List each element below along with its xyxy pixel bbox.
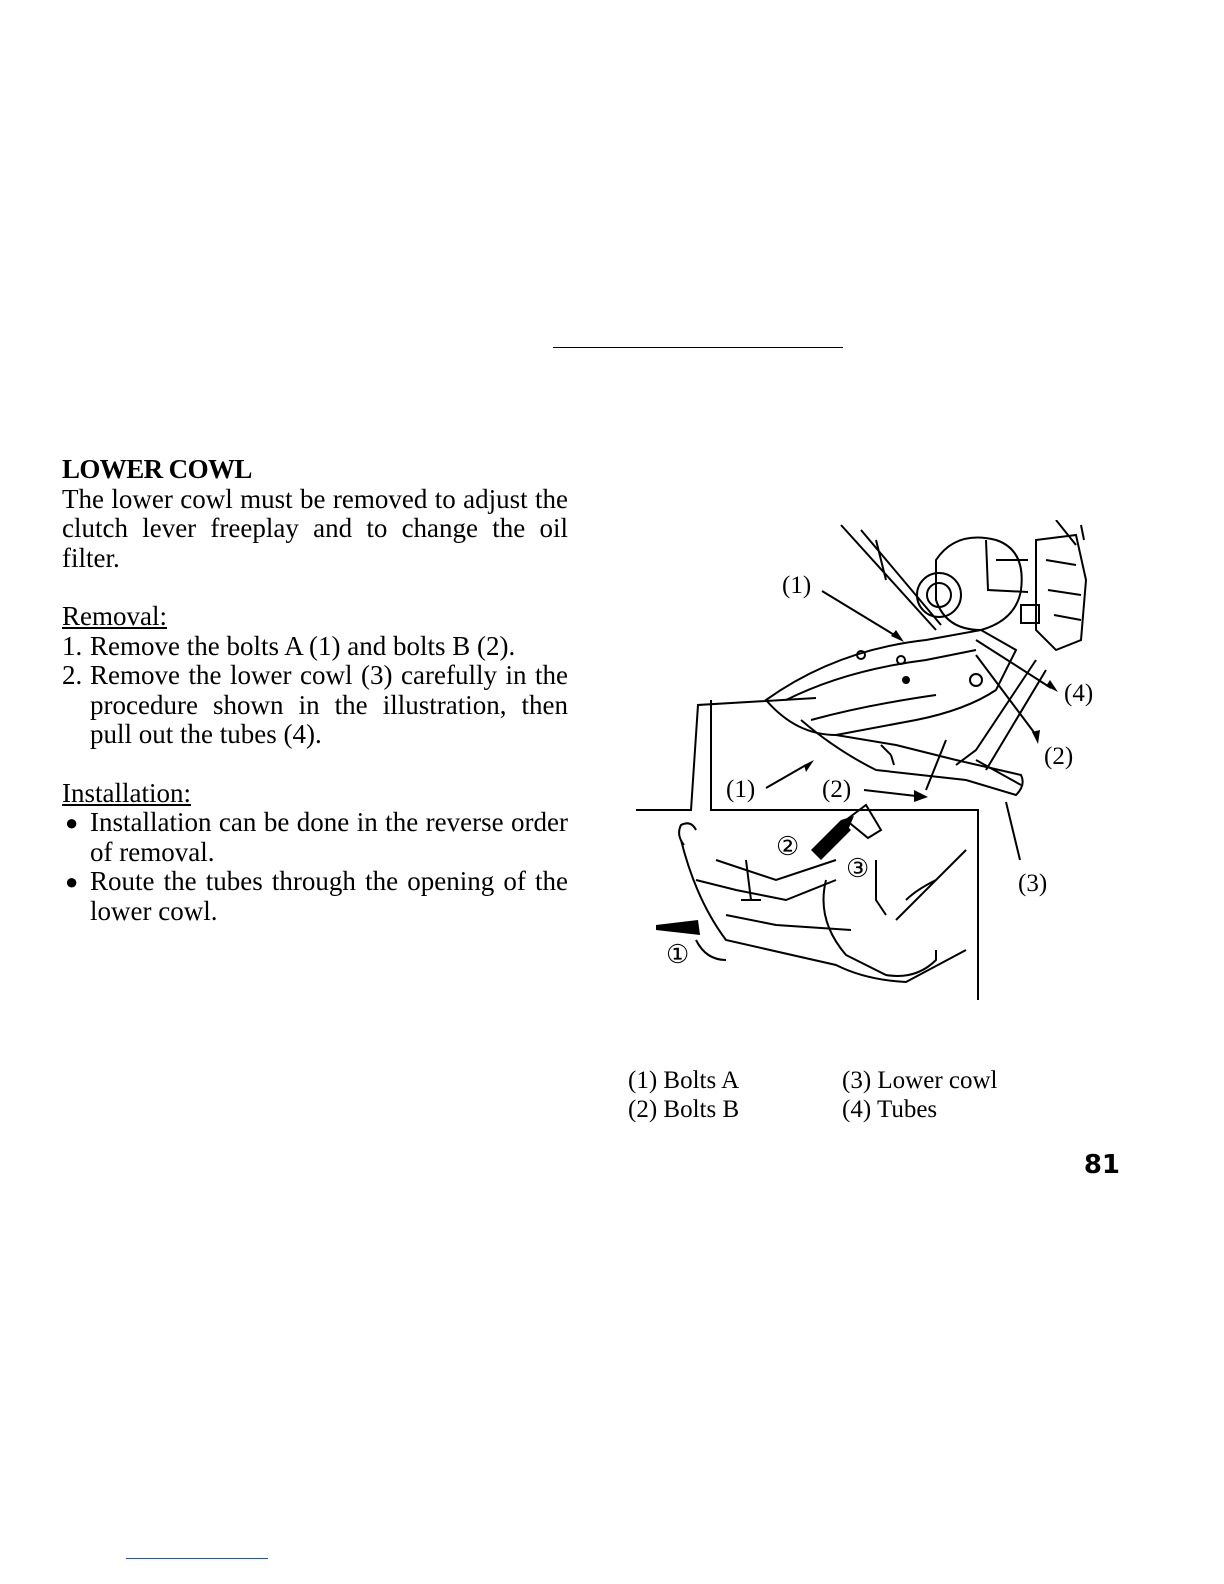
installation-bullet: ● Installation can be done in the revers… — [62, 807, 568, 867]
step-text: Remove the bolts A (1) and bolts B (2). — [90, 630, 516, 661]
installation-bullet: ● Route the tubes through the opening of… — [62, 866, 568, 926]
footer-rule — [126, 1558, 268, 1559]
step-number: 1. — [62, 630, 83, 661]
removal-title: Removal: — [62, 601, 167, 631]
legend-row: (1) Bolts A (3) Lower cowl — [628, 1066, 1048, 1095]
step-number: 2. — [62, 660, 83, 690]
callout-bolts-b-right: (2) — [1044, 743, 1074, 770]
intro-paragraph: The lower cowl must be removed to adjust… — [62, 483, 568, 573]
illustration-drawing — [636, 520, 1088, 1000]
lower-cowl-illustration: (1) (4) (2) (1) (2) (3) ① ② ③ — [636, 520, 1116, 1005]
header-rule — [553, 347, 843, 348]
legend-item: (2) Bolts B — [628, 1096, 740, 1123]
bullet-text: Installation can be done in the reverse … — [90, 807, 568, 867]
callout-tubes: (4) — [1064, 680, 1094, 707]
callout-bolts-a-bottom: (1) — [726, 776, 756, 803]
figure-legend: (1) Bolts A (3) Lower cowl (2) Bolts B (… — [628, 1066, 1048, 1124]
legend-row: (2) Bolts B (4) Tubes — [628, 1095, 1048, 1124]
installation-bullets: ● Installation can be done in the revers… — [62, 807, 568, 926]
callout-bolts-a-top: (1) — [782, 572, 812, 599]
removal-step: 2. Remove the lower cowl (3) carefully i… — [62, 660, 568, 750]
installation-title: Installation: — [62, 777, 191, 808]
text-column: LOWER COWL The lower cowl must be remove… — [62, 454, 568, 926]
procedure-step-1-marker: ① — [666, 940, 690, 969]
page-number: 81 — [1083, 1150, 1120, 1180]
bullet-icon: ● — [65, 810, 79, 835]
procedure-step-3-marker: ③ — [846, 854, 870, 883]
bullet-icon: ● — [65, 869, 79, 894]
removal-steps: 1. Remove the bolts A (1) and bolts B (2… — [62, 630, 568, 750]
bullet-text: Route the tubes through the opening of t… — [90, 866, 568, 926]
procedure-step-2-marker: ② — [776, 832, 800, 861]
section-heading: LOWER COWL — [62, 454, 252, 484]
legend-item: (1) Bolts A — [628, 1067, 740, 1094]
step-text: Remove the lower cowl (3) carefully in t… — [90, 660, 568, 749]
callout-lower-cowl: (3) — [1018, 870, 1048, 897]
legend-item: (4) Tubes — [842, 1096, 938, 1123]
removal-step: 1. Remove the bolts A (1) and bolts B (2… — [62, 630, 568, 662]
legend-item: (3) Lower cowl — [842, 1067, 998, 1094]
callout-bolts-b-bottom: (2) — [822, 776, 852, 803]
